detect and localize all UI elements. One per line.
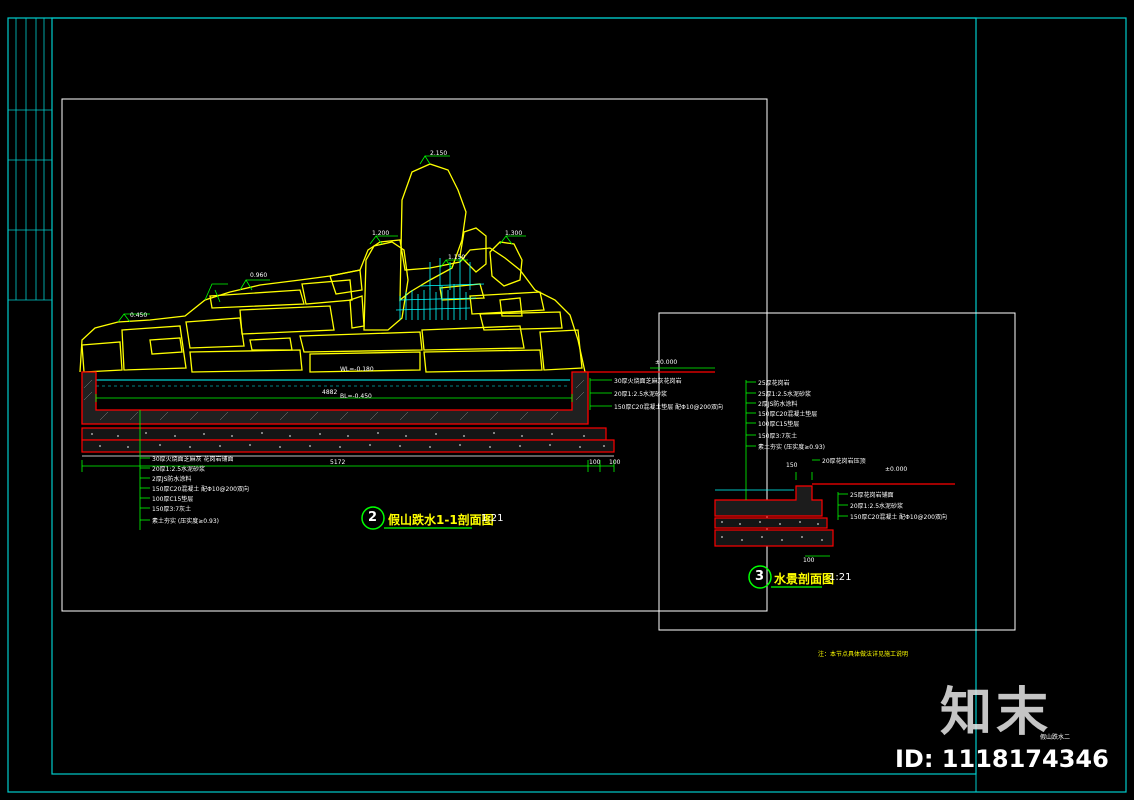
left-strip: [8, 18, 52, 301]
s3-note-top-1: 25厚花岗岩: [758, 380, 790, 387]
s3-note-top-5: 100厚C15垫层: [758, 421, 800, 428]
dim-100-a: 100: [589, 459, 601, 466]
layer-note-bottom-4: 150厚C20混凝土 配Φ10@200双向: [152, 486, 249, 493]
layer-note-bottom-2: 20厚1:2.5水泥砂浆: [152, 466, 206, 473]
section-3-number-circle: [748, 565, 772, 589]
elev-2150: 2.150: [430, 150, 448, 157]
elevation-markers: [117, 155, 526, 323]
s3-note-right-2: 20厚1:2.5水泥砂浆: [850, 503, 904, 510]
layer-note-bottom-1: 30厚火烧面芝麻灰 花岗岩铺面: [152, 456, 234, 463]
section-2-number: 2: [368, 510, 378, 525]
section-2-number-circle: [361, 506, 385, 530]
layer-note-right-3: 150厚C20混凝土垫层 配Φ10@200双向: [614, 404, 723, 411]
s3-note-top-3: 2厚JS防水涂料: [758, 401, 798, 408]
viewport-section-3: [658, 312, 1016, 631]
dimension-lines: [81, 367, 715, 530]
dim-4882: 4882: [322, 389, 338, 396]
s3-elev-000: ±0.000: [885, 466, 908, 473]
s3-dim-100: 100: [803, 557, 815, 564]
pool-structure: [81, 371, 615, 457]
s3-note-top-4: 150厚C20混凝土垫层: [758, 411, 818, 418]
viewport-section-2: [61, 98, 768, 612]
s3-note-side: 20厚花岗岩压顶: [822, 458, 866, 465]
water-level-label: WL=-0.180: [340, 366, 374, 373]
bottom-level-label: BL=-0.450: [340, 393, 372, 400]
s3-note-top-7: 素土夯实 (压实度≥0.93): [758, 444, 825, 451]
layer-note-bottom-7: 素土夯实 (压实度≥0.93): [152, 518, 219, 525]
dim-100-b: 100: [609, 459, 621, 466]
s3-note-top-2: 25厚1:2.5水泥砂浆: [758, 391, 812, 398]
elev-0960: 0.960: [250, 272, 268, 279]
watermark-logo: 知末: [940, 683, 1053, 743]
bottom-note: 注：本节点具体做法详见施工说明: [818, 651, 909, 658]
section-2-scale: 1:21: [481, 513, 504, 524]
layer-note-bottom-5: 100厚C15垫层: [152, 496, 194, 503]
s3-note-right-1: 25厚花岗岩铺面: [850, 492, 894, 499]
elev-000-section2: ±0.000: [655, 359, 678, 366]
section-3-detail: [714, 380, 955, 589]
watermark-id: ID: 1118174346: [895, 745, 1109, 773]
title-block-name: 假山跌水二: [1040, 734, 1071, 741]
section-3-title: 水景剖面图: [774, 572, 835, 586]
elev-1300: 1.300: [505, 230, 523, 237]
layer-note-bottom-6: 150厚3:7灰土: [152, 506, 192, 513]
section-3-number: 3: [755, 569, 765, 584]
layer-note-bottom-3: 2厚JS防水涂料: [152, 476, 192, 483]
layer-note-right-1: 30厚火烧面芝麻灰花岗岩: [614, 378, 682, 385]
fountain-jets: [395, 256, 485, 320]
elev-1200: 1.200: [372, 230, 390, 237]
rockery: [79, 163, 586, 373]
elev-0450: 0.450: [130, 312, 148, 319]
elev-1150: 1.150: [448, 254, 466, 261]
s3-note-top-6: 150厚3:7灰土: [758, 433, 798, 440]
section-2-title: 假山跌水1-1剖面图: [388, 513, 494, 527]
s3-note-right-3: 150厚C20混凝土 配Φ10@200双向: [850, 514, 947, 521]
dim-5172: 5172: [330, 459, 346, 466]
section-3-scale: 1:21: [829, 572, 852, 583]
layer-note-right-2: 20厚1:2.5水泥砂浆: [614, 391, 668, 398]
s3-dim-150: 150: [786, 462, 798, 469]
